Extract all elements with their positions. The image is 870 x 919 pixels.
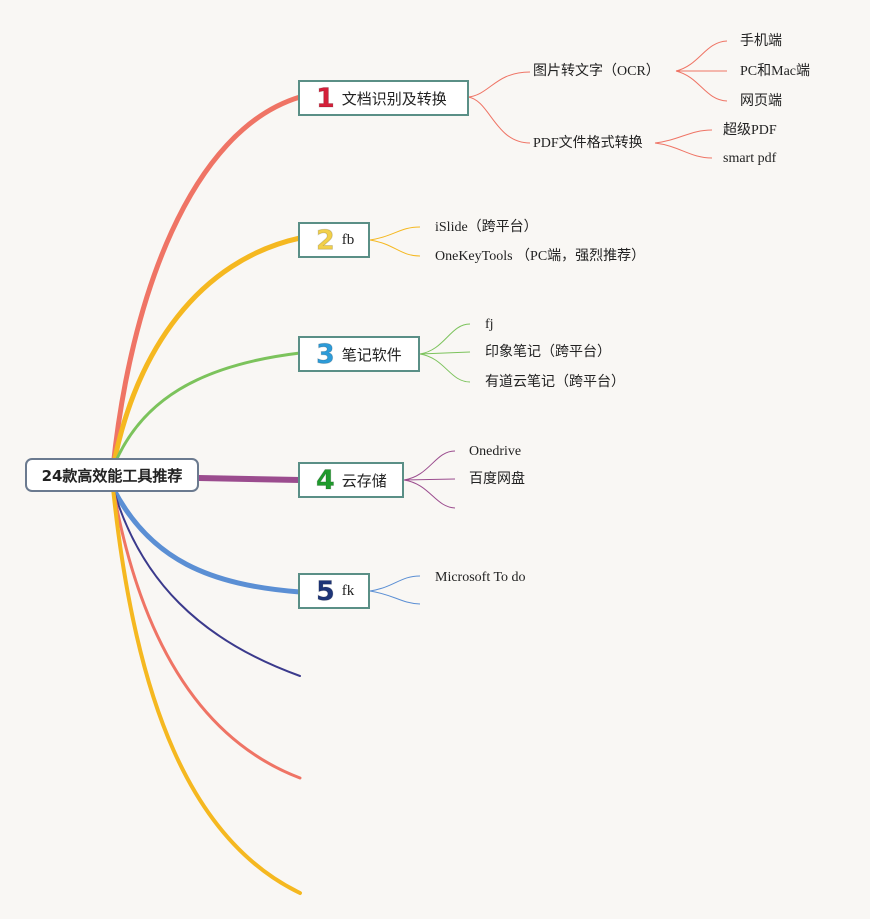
connector-empty-4 [403,479,456,509]
root-topic[interactable]: 24款高效能工具推荐 [25,458,199,492]
topic-cloud-storage[interactable]: 4 云存储 [298,462,404,498]
connector-branch-1 [110,94,303,471]
connector-mstodo [369,575,421,592]
subtopic-fj[interactable]: fj [485,317,494,332]
connector-empty-3 [111,486,302,895]
connector-pdf-super [654,129,713,144]
number-2-icon: 2 [316,224,336,256]
connector-branch-2 [110,235,303,471]
subtopic-pdf-convert[interactable]: PDF文件格式转换 [533,136,643,151]
subtopic-onekeytools[interactable]: OneKeyTools （PC端，强烈推荐） [435,249,646,264]
connector-ocr-web [675,70,728,102]
connector-onedrive [403,450,456,481]
subtopic-youdao-note[interactable]: 有道云笔记（跨平台） [485,375,625,390]
number-1-icon: 1 [316,82,336,114]
connector-ocr [467,71,531,98]
topic-label: fk [341,582,355,599]
subtopic-ocr-web[interactable]: 网页端 [740,94,782,109]
connector-youdao [419,353,471,383]
topic-label: 笔记软件 [341,345,402,364]
connector-branch-3 [111,351,302,470]
subtopic-ocr[interactable]: 图片转文字（OCR） [533,64,660,79]
connector-onekey [369,239,421,257]
subtopic-evernote[interactable]: 印象笔记（跨平台） [485,345,611,360]
connector-ocr-mobile [675,40,728,72]
topic-label: 云存储 [341,471,387,490]
topic-document-conversion[interactable]: 1 文档识别及转换 [298,80,469,116]
subtopic-ocr-pc-mac[interactable]: PC和Mac端 [740,64,810,79]
number-4-icon: 4 [316,464,336,496]
topic-note-apps[interactable]: 3 笔记软件 [298,336,420,372]
topic-label: fb [341,231,355,248]
connector-pdf [467,96,531,144]
connector-empty-5 [369,590,421,605]
topic-fb[interactable]: 2 fb [298,222,370,258]
subtopic-islide[interactable]: iSlide（跨平台） [435,220,538,235]
subtopic-baidu-pan[interactable]: 百度网盘 [469,472,525,487]
connector-branch-4 [196,475,303,483]
connector-evernote [419,351,471,355]
number-3-icon: 3 [316,338,336,370]
subtopic-onedrive[interactable]: Onedrive [469,444,522,459]
number-5-icon: 5 [316,575,336,607]
connector-empty-1 [112,487,301,677]
topic-fk[interactable]: 5 fk [298,573,370,609]
connector-baidu [403,478,456,481]
connector-branch-5 [110,485,303,595]
subtopic-smart-pdf[interactable]: smart pdf [723,151,777,166]
connector-pdf-smart [654,142,713,159]
subtopic-microsoft-todo[interactable]: Microsoft To do [435,570,526,585]
subtopic-super-pdf[interactable]: 超级PDF [723,123,777,138]
subtopic-ocr-mobile[interactable]: 手机端 [740,34,782,49]
connector-islide [369,226,421,241]
connector-empty-2 [111,486,302,780]
connector-fj [419,323,471,355]
topic-label: 文档识别及转换 [341,89,447,108]
